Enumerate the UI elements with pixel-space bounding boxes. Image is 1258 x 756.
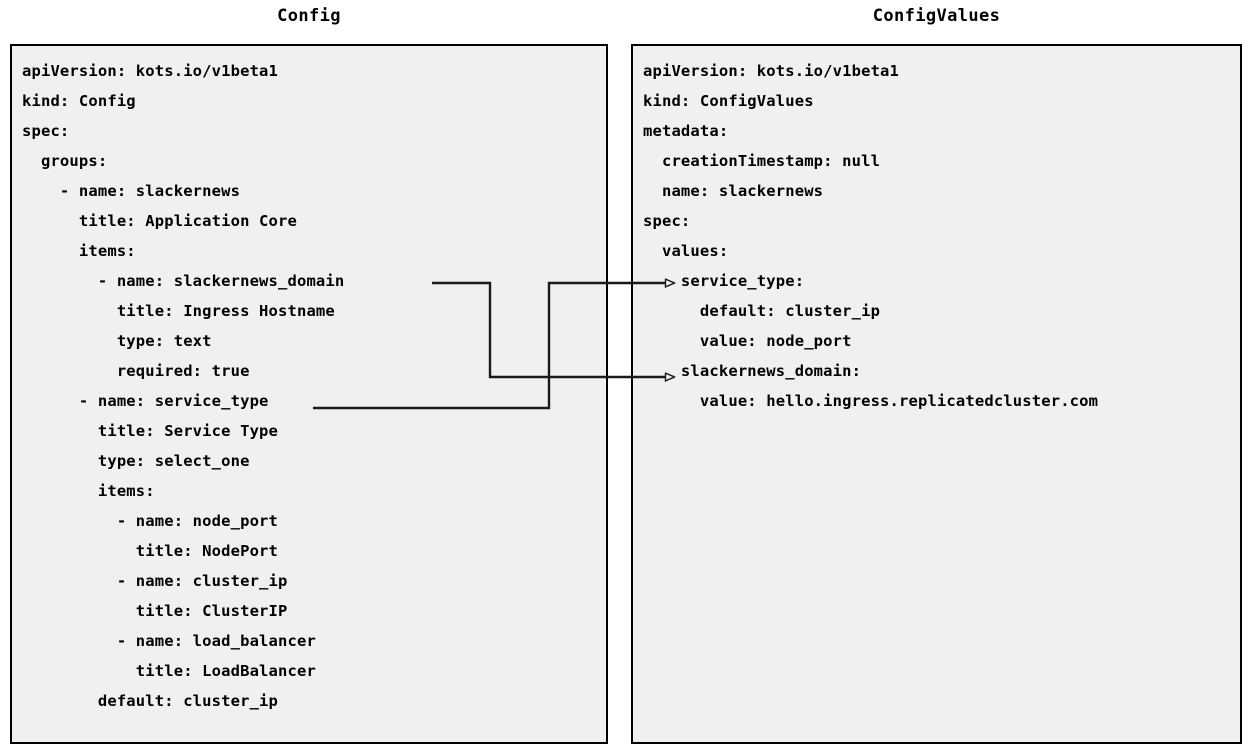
configvalues-yaml-line-6: values: — [643, 242, 729, 260]
configvalues-yaml-line-8: default: cluster_ip — [643, 302, 881, 320]
config-yaml-line-18: title: ClusterIP — [22, 602, 288, 620]
configvalues-yaml-line-9: value: node_port — [643, 332, 852, 350]
config-yaml-line-15: - name: node_port — [22, 512, 279, 530]
configvalues-panel: apiVersion: kots.io/v1beta1 kind: ConfigV… — [631, 44, 1242, 744]
config-yaml-line-9: type: text — [22, 332, 212, 350]
configvalues-yaml-line-4: name: slackernews — [643, 182, 824, 200]
config-yaml-line-16: title: NodePort — [22, 542, 279, 560]
config-yaml-line-2: spec: — [22, 122, 70, 140]
config-yaml-line-20: title: LoadBalancer — [22, 662, 316, 680]
configvalues-yaml-line-10: slackernews_domain: — [643, 362, 862, 380]
config-yaml-line-10: required: true — [22, 362, 250, 380]
configvalues-yaml-line-11: value: hello.ingress.replicatedcluster.c… — [643, 392, 1099, 410]
config-yaml-line-14: items: — [22, 482, 155, 500]
configvalues-yaml-line-3: creationTimestamp: null — [643, 152, 881, 170]
config-yaml-line-13: type: select_one — [22, 452, 250, 470]
config-yaml-line-11: - name: service_type — [22, 392, 269, 410]
config-yaml-line-12: title: Service Type — [22, 422, 279, 440]
config-yaml-line-5: title: Application Core — [22, 212, 297, 230]
config-panel: apiVersion: kots.io/v1beta1 kind: Config s… — [10, 44, 608, 744]
configvalues-panel-title: ConfigValues — [872, 6, 1001, 26]
configvalues-yaml-line-7: service_type: — [643, 272, 805, 290]
config-yaml-line-19: - name: load_balancer — [22, 632, 316, 650]
config-yaml-line-4: - name: slackernews — [22, 182, 241, 200]
configvalues-yaml-code: apiVersion: kots.io/v1beta1 kind: ConfigV… — [643, 56, 1234, 416]
config-yaml-code: apiVersion: kots.io/v1beta1 kind: Config s… — [22, 56, 600, 716]
configvalues-yaml-line-0: apiVersion: kots.io/v1beta1 — [643, 62, 900, 80]
configvalues-yaml-line-1: kind: ConfigValues — [643, 92, 814, 110]
config-yaml-line-0: apiVersion: kots.io/v1beta1 — [22, 62, 279, 80]
config-yaml-line-21: default: cluster_ip — [22, 692, 279, 710]
config-yaml-line-3: groups: — [22, 152, 108, 170]
config-yaml-line-7: - name: slackernews_domain — [22, 272, 345, 290]
configvalues-yaml-line-5: spec: — [643, 212, 691, 230]
configvalues-yaml-line-2: metadata: — [643, 122, 729, 140]
config-panel-title: Config — [277, 6, 341, 26]
config-yaml-line-8: title: Ingress Hostname — [22, 302, 335, 320]
config-yaml-line-1: kind: Config — [22, 92, 136, 110]
config-yaml-line-17: - name: cluster_ip — [22, 572, 288, 590]
config-yaml-line-6: items: — [22, 242, 136, 260]
